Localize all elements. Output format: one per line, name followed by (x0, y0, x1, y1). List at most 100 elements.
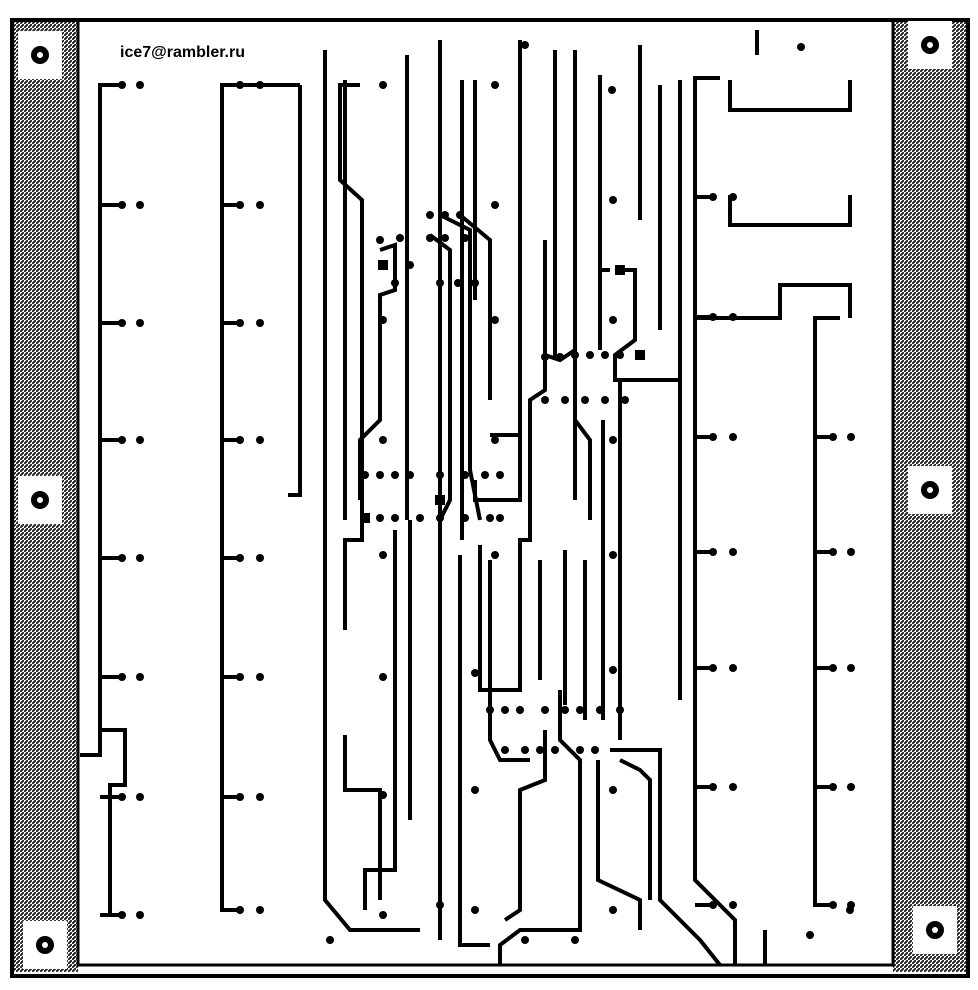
trace (596, 760, 642, 930)
pad (441, 211, 449, 219)
pad (709, 433, 717, 441)
pad (516, 706, 524, 714)
pad (729, 783, 737, 791)
pads (118, 41, 855, 944)
pad (461, 514, 469, 522)
pad (609, 551, 617, 559)
pad (496, 471, 504, 479)
pad (136, 319, 144, 327)
pad (379, 551, 387, 559)
pad (256, 793, 264, 801)
pad (436, 901, 444, 909)
pad (501, 706, 509, 714)
pad (376, 236, 384, 244)
pad (496, 514, 504, 522)
pad (596, 706, 604, 714)
pad (609, 906, 617, 914)
pad (576, 746, 584, 754)
pad (436, 514, 444, 522)
pad (471, 669, 479, 677)
pad (491, 551, 499, 559)
pad (551, 746, 559, 754)
pad (379, 316, 387, 324)
pad (729, 193, 737, 201)
pad (416, 514, 424, 522)
pad (256, 554, 264, 562)
pad (236, 81, 244, 89)
pad (118, 319, 126, 327)
pad (541, 353, 549, 361)
pad (379, 81, 387, 89)
pad (601, 396, 609, 404)
square-pad (435, 495, 445, 505)
pad (391, 279, 399, 287)
trace-right-bus (693, 76, 737, 965)
pad (491, 201, 499, 209)
trace (288, 85, 302, 497)
drill-hole (927, 487, 933, 493)
pad (426, 234, 434, 242)
pad (576, 706, 584, 714)
pad (609, 196, 617, 204)
pad (729, 433, 737, 441)
drill-hole (37, 497, 43, 503)
pad (847, 783, 855, 791)
pad (118, 673, 126, 681)
pad (536, 746, 544, 754)
pad (601, 351, 609, 359)
pad (118, 201, 126, 209)
pad (118, 554, 126, 562)
pad (426, 211, 434, 219)
pad (609, 316, 617, 324)
pad (461, 234, 469, 242)
pad (491, 436, 499, 444)
pad (847, 548, 855, 556)
pad (608, 86, 616, 94)
pad (729, 664, 737, 672)
pad (379, 673, 387, 681)
pad (471, 279, 479, 287)
trace (358, 242, 397, 500)
pad (256, 906, 264, 914)
trace (478, 240, 547, 692)
trace (323, 460, 420, 932)
pad (236, 436, 244, 444)
pad (256, 81, 264, 89)
pad (521, 41, 529, 49)
pad (729, 901, 737, 909)
trace (338, 83, 364, 630)
pad (847, 664, 855, 672)
pad (236, 906, 244, 914)
pad (591, 746, 599, 754)
traces (80, 30, 852, 967)
pad (561, 706, 569, 714)
trace (458, 213, 492, 300)
pad (621, 396, 629, 404)
drill-hole (42, 942, 48, 948)
pad (118, 81, 126, 89)
pad (616, 706, 624, 714)
pad (361, 471, 369, 479)
pad (236, 793, 244, 801)
pad (609, 436, 617, 444)
pad (136, 81, 144, 89)
pad (118, 793, 126, 801)
pad (729, 313, 737, 321)
drill-hole (37, 52, 43, 58)
author-email-label: ice7@rambler.ru (120, 44, 245, 61)
pad (609, 666, 617, 674)
pad (391, 471, 399, 479)
square-pad (360, 513, 370, 523)
pad (256, 673, 264, 681)
mounting-holes (18, 21, 957, 969)
trace (728, 80, 852, 112)
pad (709, 313, 717, 321)
pad (136, 436, 144, 444)
pad (406, 261, 414, 269)
pad (481, 471, 489, 479)
pad (471, 906, 479, 914)
pad (541, 706, 549, 714)
pad (616, 351, 624, 359)
square-pad (635, 350, 645, 360)
pad (829, 433, 837, 441)
